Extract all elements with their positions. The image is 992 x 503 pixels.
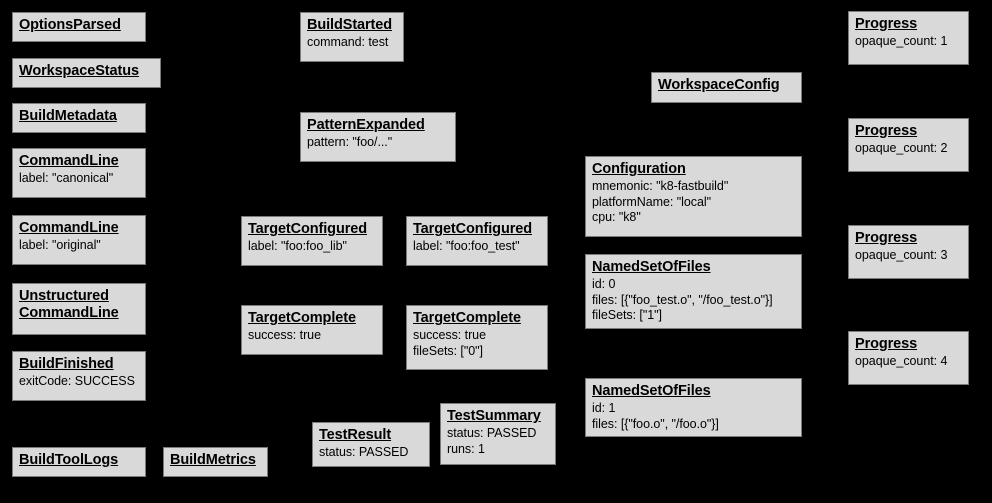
node-title: BuildStarted	[307, 17, 393, 33]
node-unstructured-command-line[interactable]: Unstructured CommandLine	[12, 283, 146, 335]
node-field: mnemonic: "k8-fastbuild"	[592, 179, 729, 193]
node-field: opaque_count: 2	[855, 141, 948, 155]
node-fields: opaque_count: 3	[855, 248, 962, 264]
node-field: id: 1	[592, 401, 616, 415]
node-title: TargetComplete	[413, 310, 521, 326]
node-command-line-original[interactable]: CommandLine label: "original"	[12, 215, 146, 265]
node-build-metadata[interactable]: BuildMetadata	[12, 103, 146, 133]
node-field: platformName: "local"	[592, 194, 711, 209]
node-field: exitCode: SUCCESS	[19, 374, 135, 388]
node-field: label: "canonical"	[19, 171, 114, 185]
node-title: NamedSetOfFiles	[592, 259, 711, 275]
node-field: status: PASSED	[319, 445, 409, 459]
node-field: files: [{"foo.o", "/foo.o"}]	[592, 416, 719, 431]
node-title: CommandLine	[19, 153, 119, 169]
node-field: success: true	[248, 328, 321, 342]
node-fields: exitCode: SUCCESS	[19, 374, 139, 390]
node-title: WorkspaceConfig	[658, 77, 780, 93]
node-fields: label: "original"	[19, 238, 139, 254]
node-workspace-config[interactable]: WorkspaceConfig	[651, 72, 802, 103]
node-fields: label: "canonical"	[19, 171, 139, 187]
node-title: TestSummary	[447, 408, 541, 424]
node-build-metrics[interactable]: BuildMetrics	[163, 447, 268, 477]
node-title: TestResult	[319, 427, 392, 443]
node-fields: mnemonic: "k8-fastbuild"platformName: "l…	[592, 179, 795, 226]
node-title: TargetConfigured	[248, 221, 367, 237]
node-fields: opaque_count: 4	[855, 354, 962, 370]
node-field: opaque_count: 4	[855, 354, 948, 368]
node-build-started[interactable]: BuildStarted command: test	[300, 12, 404, 62]
node-title: BuildFinished	[19, 356, 114, 372]
node-field: files: [{"foo_test.o", "/foo_test.o"}]	[592, 292, 773, 307]
node-pattern-expanded[interactable]: PatternExpanded pattern: "foo/..."	[300, 112, 456, 162]
node-field: command: test	[307, 35, 389, 49]
node-command-line-canonical[interactable]: CommandLine label: "canonical"	[12, 148, 146, 198]
node-title: PatternExpanded	[307, 117, 425, 133]
node-title: TargetComplete	[248, 310, 356, 326]
node-title: BuildToolLogs	[19, 452, 119, 468]
node-progress-4[interactable]: Progress opaque_count: 4	[848, 331, 969, 385]
node-configuration[interactable]: Configuration mnemonic: "k8-fastbuild"pla…	[585, 156, 802, 237]
node-field: opaque_count: 1	[855, 34, 948, 48]
node-fields: command: test	[307, 35, 397, 51]
node-field: cpu: "k8"	[592, 210, 641, 224]
node-target-configured-foo-test[interactable]: TargetConfigured label: "foo:foo_test"	[406, 216, 548, 266]
node-title: BuildMetadata	[19, 108, 117, 124]
node-field: success: true	[413, 328, 486, 342]
node-field: fileSets: ["0"]	[413, 343, 483, 358]
node-progress-1[interactable]: Progress opaque_count: 1	[848, 11, 969, 65]
node-field: opaque_count: 3	[855, 248, 948, 262]
node-build-finished[interactable]: BuildFinished exitCode: SUCCESS	[12, 351, 146, 401]
node-title: Configuration	[592, 161, 686, 177]
node-title: Progress	[855, 123, 918, 139]
node-title: TargetConfigured	[413, 221, 532, 237]
node-fields: status: PASSED	[319, 445, 423, 461]
node-build-tool-logs[interactable]: BuildToolLogs	[12, 447, 146, 477]
node-progress-3[interactable]: Progress opaque_count: 3	[848, 225, 969, 279]
node-title: Progress	[855, 230, 918, 246]
node-title: Progress	[855, 336, 918, 352]
node-field: fileSets: ["1"]	[592, 308, 662, 322]
node-field: status: PASSED	[447, 426, 537, 440]
node-title: CommandLine	[19, 220, 119, 236]
node-field: label: "original"	[19, 238, 101, 252]
node-fields: label: "foo:foo_lib"	[248, 239, 376, 255]
node-field: pattern: "foo/..."	[307, 135, 393, 149]
node-field: label: "foo:foo_test"	[413, 239, 520, 253]
node-options-parsed[interactable]: OptionsParsed	[12, 12, 146, 42]
node-field: runs: 1	[447, 441, 485, 456]
node-title: NamedSetOfFiles	[592, 383, 711, 399]
node-target-complete-lib[interactable]: TargetComplete success: true	[241, 305, 383, 355]
node-fields: opaque_count: 1	[855, 34, 962, 50]
node-title: OptionsParsed	[19, 17, 121, 33]
node-test-result[interactable]: TestResult status: PASSED	[312, 422, 430, 467]
node-workspace-status[interactable]: WorkspaceStatus	[12, 58, 161, 88]
node-title: WorkspaceStatus	[19, 63, 139, 79]
node-fields: opaque_count: 2	[855, 141, 962, 157]
node-target-configured-foo-lib[interactable]: TargetConfigured label: "foo:foo_lib"	[241, 216, 383, 266]
node-title: Unstructured CommandLine	[19, 288, 119, 321]
node-field: label: "foo:foo_lib"	[248, 239, 347, 253]
node-fields: label: "foo:foo_test"	[413, 239, 541, 255]
node-field: id: 0	[592, 277, 616, 291]
node-progress-2[interactable]: Progress opaque_count: 2	[848, 118, 969, 172]
node-title: Progress	[855, 16, 918, 32]
node-fields: pattern: "foo/..."	[307, 135, 449, 151]
node-title: BuildMetrics	[170, 452, 256, 468]
node-fields: success: true	[248, 328, 376, 344]
